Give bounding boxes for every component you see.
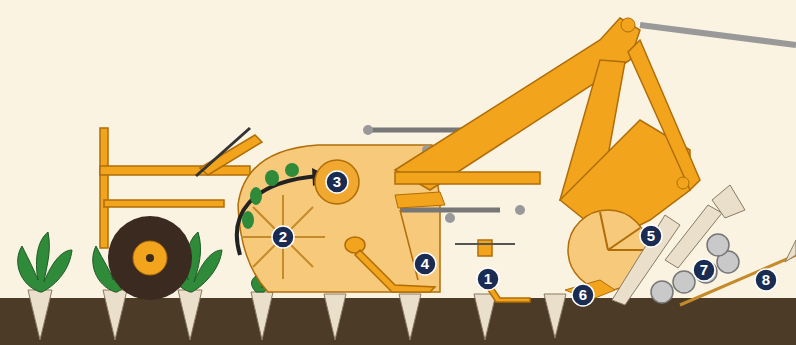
lifting-frame bbox=[395, 18, 700, 240]
callout-discs bbox=[272, 171, 777, 306]
callout-number: 8 bbox=[755, 269, 777, 291]
callout-number: 3 bbox=[326, 171, 348, 193]
callout-number: 6 bbox=[572, 284, 594, 306]
conveyor bbox=[680, 255, 796, 305]
scalper bbox=[345, 210, 435, 292]
beet-roots bbox=[28, 290, 566, 340]
callout-number: 2 bbox=[272, 226, 294, 248]
callout-number: 5 bbox=[640, 225, 662, 247]
cleaner bbox=[478, 240, 530, 302]
rotation-arrow bbox=[237, 176, 318, 255]
depth-wheel bbox=[108, 216, 192, 300]
leaves-in-rotor bbox=[242, 163, 299, 229]
callout-number: 7 bbox=[693, 259, 715, 281]
top-link bbox=[640, 25, 796, 45]
lifter-spokes bbox=[600, 212, 645, 250]
auger bbox=[315, 160, 359, 204]
callout-number: 1 bbox=[477, 268, 499, 290]
flail-rotor bbox=[241, 195, 325, 279]
callout-number: 4 bbox=[414, 253, 436, 275]
